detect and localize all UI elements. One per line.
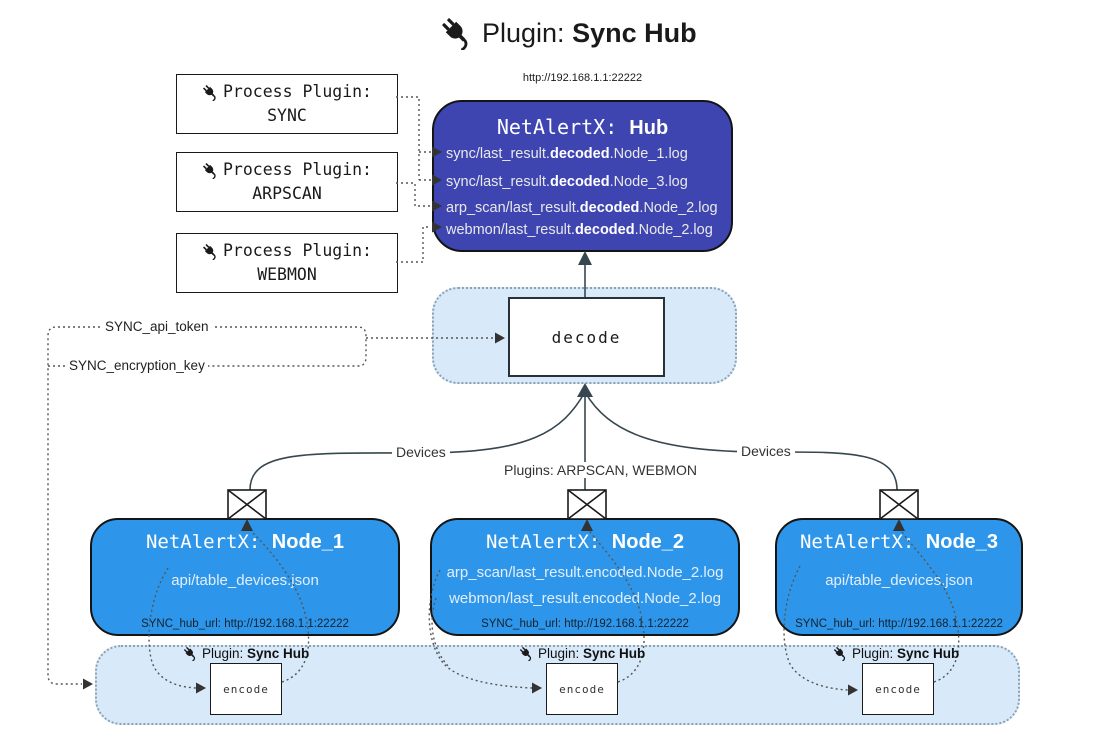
plug-icon xyxy=(183,646,198,661)
encode-box: encode xyxy=(210,663,282,715)
plug-icon xyxy=(519,646,534,661)
sync-encryption-key-label: SYNC_encryption_key xyxy=(66,358,208,373)
decode-box: decode xyxy=(508,297,665,377)
process-plugin-label: Process Plugin: xyxy=(222,160,372,180)
node-file-line: webmon/last_result.encoded.Node_2.log xyxy=(449,590,721,607)
process-plugin-label: Process Plugin: xyxy=(222,241,372,261)
plug-icon xyxy=(833,646,848,661)
sync-api-token-label: SYNC_api_token xyxy=(102,319,212,334)
envelope-icon xyxy=(879,489,919,520)
title-prefix: Plugin: xyxy=(482,17,573,48)
node-2-box: NetAlertX: Node_2 arp_scan/last_result.e… xyxy=(430,518,740,636)
encode-box: encode xyxy=(862,663,934,715)
plug-icon xyxy=(202,162,219,179)
encode-plugin-label: Plugin: Sync Hub xyxy=(183,646,309,661)
process-plugin-webmon: Process Plugin: WEBMON xyxy=(176,233,398,293)
hub-box: NetAlertX: Hub sync/last_result.decoded.… xyxy=(432,100,733,252)
plug-icon xyxy=(202,243,219,260)
hub-log-line: sync/last_result.decoded.Node_3.log xyxy=(446,174,688,190)
envelope-icon xyxy=(227,489,267,520)
node-hub-url: SYNC_hub_url: http://192.168.1.1:22222 xyxy=(795,618,1003,630)
process-plugin-name: WEBMON xyxy=(257,265,317,284)
hub-log-line: webmon/last_result.decoded.Node_2.log xyxy=(446,222,713,238)
plug-icon xyxy=(440,16,474,50)
encode-plugin-label: Plugin: Sync Hub xyxy=(833,646,959,661)
node-hub-url: SYNC_hub_url: http://192.168.1.1:22222 xyxy=(141,618,349,630)
envelope-icon xyxy=(567,489,607,520)
process-plugin-label: Process Plugin: xyxy=(222,82,372,102)
edge-label-devices-right: Devices xyxy=(737,443,795,459)
node-title: Node_2 xyxy=(611,531,685,553)
process-plugin-sync: Process Plugin: SYNC xyxy=(176,74,398,134)
node-3-box: NetAlertX: Node_3 api/table_devices.json… xyxy=(775,518,1023,636)
hub-title-name: Hub xyxy=(629,117,669,139)
hub-title-prefix: NetAlertX: xyxy=(496,115,630,139)
node-hub-url: SYNC_hub_url: http://192.168.1.1:22222 xyxy=(481,618,689,630)
node-file-line: arp_scan/last_result.encoded.Node_2.log xyxy=(446,564,724,581)
process-plugin-name: SYNC xyxy=(267,106,307,125)
node-file-line: api/table_devices.json xyxy=(825,572,973,589)
node-file-line: api/table_devices.json xyxy=(171,572,319,589)
hub-log-line: arp_scan/last_result.decoded.Node_2.log xyxy=(446,200,718,216)
hub-url: http://192.168.1.1:22222 xyxy=(522,72,643,84)
node-title: Node_1 xyxy=(271,531,345,553)
edge-label-devices-left: Devices xyxy=(392,444,450,460)
encode-plugin-label: Plugin: Sync Hub xyxy=(519,646,645,661)
node-title: Node_3 xyxy=(925,531,999,553)
process-plugin-arpscan: Process Plugin: ARPSCAN xyxy=(176,152,398,212)
encode-box: encode xyxy=(546,663,618,715)
title-name: Sync Hub xyxy=(572,17,697,48)
edge-label-plugins: Plugins: ARPSCAN, WEBMON xyxy=(500,462,701,478)
plug-icon xyxy=(202,84,219,101)
page-title: Plugin: Sync Hub xyxy=(440,16,697,50)
process-plugin-name: ARPSCAN xyxy=(252,184,322,203)
node-1-box: NetAlertX: Node_1 api/table_devices.json… xyxy=(90,518,400,636)
hub-log-line: sync/last_result.decoded.Node_1.log xyxy=(446,146,688,162)
